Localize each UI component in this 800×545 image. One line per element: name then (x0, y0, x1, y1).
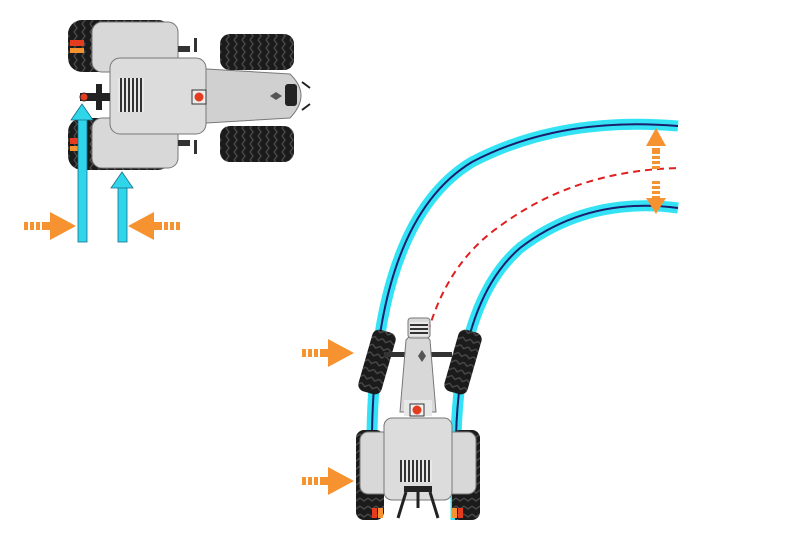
front-wheel-left (358, 329, 396, 395)
direction-arrows-top-left (70, 103, 134, 243)
front-wheel-right (444, 329, 482, 395)
tractor-top-view (68, 20, 311, 170)
direction-arrow-right (110, 171, 134, 243)
force-arrow-left-inward (24, 212, 76, 240)
force-arrow-front-wheel (302, 339, 354, 367)
width-arrow-up (646, 128, 666, 169)
direction-arrow-left (70, 103, 94, 243)
force-arrow-right-inward (128, 212, 180, 240)
front-wheel-top (220, 34, 294, 70)
inner-track-line (455, 204, 679, 520)
center-path-dashed (427, 167, 681, 333)
track-width-arrows (646, 128, 666, 214)
width-arrow-down (646, 181, 666, 214)
inner-track-glow (450, 200, 679, 520)
force-arrow-rear-wheel (302, 467, 354, 495)
front-wheel-bottom (220, 126, 294, 162)
tractor-turning (356, 317, 482, 520)
